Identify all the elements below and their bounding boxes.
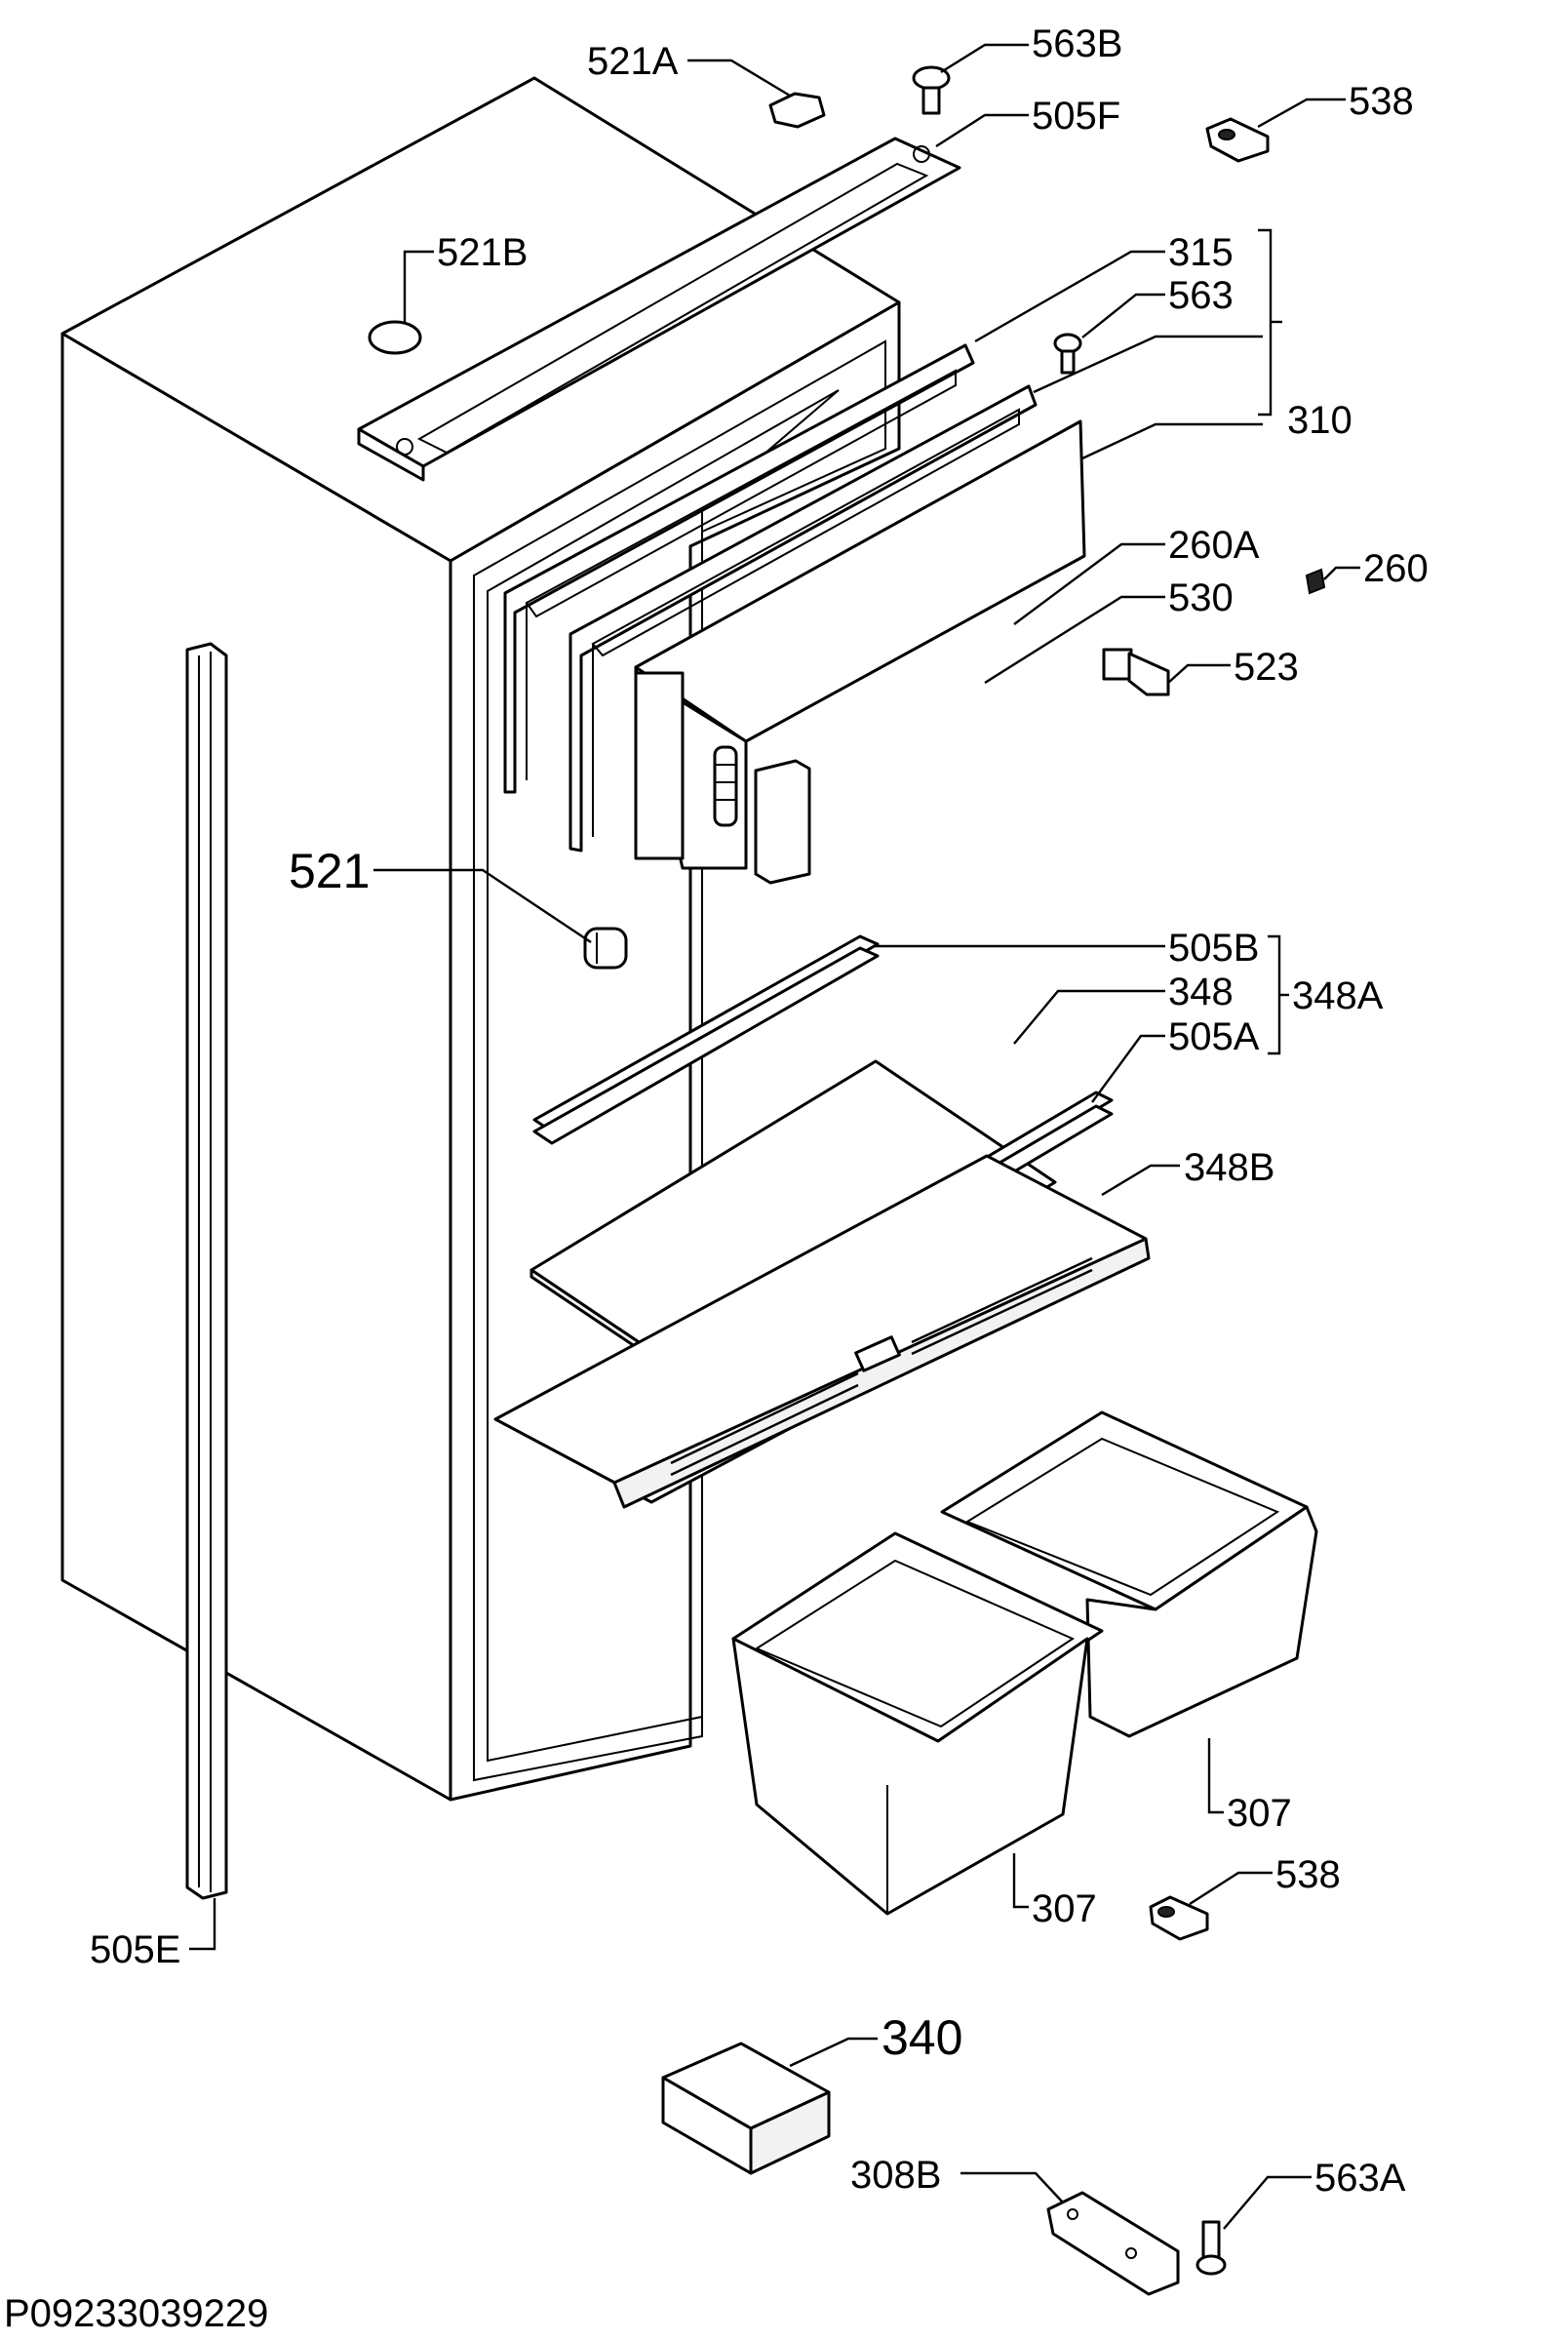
label-538-bottom: 538: [1275, 1853, 1341, 1896]
box-340: [661, 2042, 831, 2175]
freezer-door-frame: [568, 384, 1038, 853]
label-538-top: 538: [1349, 80, 1414, 123]
label-505B: 505B: [1168, 927, 1259, 970]
plug-521: [583, 927, 628, 970]
shelf-348B: [493, 1154, 1151, 1509]
label-260: 260: [1363, 547, 1429, 590]
label-505E: 505E: [90, 1928, 180, 1971]
label-563: 563: [1168, 274, 1234, 317]
label-505F: 505F: [1032, 95, 1120, 138]
label-530: 530: [1168, 576, 1234, 619]
label-348B: 348B: [1184, 1146, 1274, 1189]
freezer-compartment-315: [503, 343, 975, 794]
latch-523: [1102, 648, 1170, 696]
label-315: 315: [1168, 231, 1234, 274]
handle-530: [754, 759, 811, 885]
clip-260: [1305, 568, 1326, 595]
label-563A: 563A: [1314, 2157, 1406, 2200]
diagram-code: P09233039229: [4, 2292, 268, 2335]
spring-hinge: [713, 745, 738, 827]
label-310: 310: [1287, 399, 1352, 442]
label-307-right: 307: [1227, 1792, 1292, 1835]
label-307-left: 307: [1032, 1887, 1097, 1930]
cap-521B: [368, 320, 422, 355]
label-340: 340: [882, 2010, 962, 2065]
screw-563B: [912, 65, 951, 115]
label-523: 523: [1234, 646, 1299, 689]
label-521: 521: [289, 844, 370, 898]
label-521A: 521A: [587, 40, 679, 83]
label-348A: 348A: [1292, 974, 1384, 1017]
leader-lines: [189, 43, 1360, 2230]
top-trim-505F: [357, 137, 961, 482]
pin-563A: [1196, 2220, 1227, 2276]
crisper-drawer-307-left: [731, 1531, 1104, 1916]
screw-563: [1053, 333, 1082, 375]
label-260A: 260A: [1168, 524, 1260, 567]
label-505A: 505A: [1168, 1015, 1260, 1058]
cap-521A: [768, 92, 826, 129]
door-seal-505E: [185, 642, 228, 1900]
label-348: 348: [1168, 971, 1234, 1013]
hinge-538-bottom: [1149, 1895, 1209, 1941]
label-521B: 521B: [437, 231, 528, 274]
label-308B: 308B: [850, 2154, 941, 2197]
bracket-308B: [1046, 2191, 1180, 2296]
part-labels: 521A 563B 505F 538 521B 315 563 310 260A…: [4, 22, 1429, 2335]
crisper-drawer-307-right: [940, 1410, 1318, 1738]
shelf-trim-505B: [532, 934, 880, 1145]
hinge-538-top: [1205, 117, 1270, 163]
label-563B: 563B: [1032, 22, 1122, 65]
